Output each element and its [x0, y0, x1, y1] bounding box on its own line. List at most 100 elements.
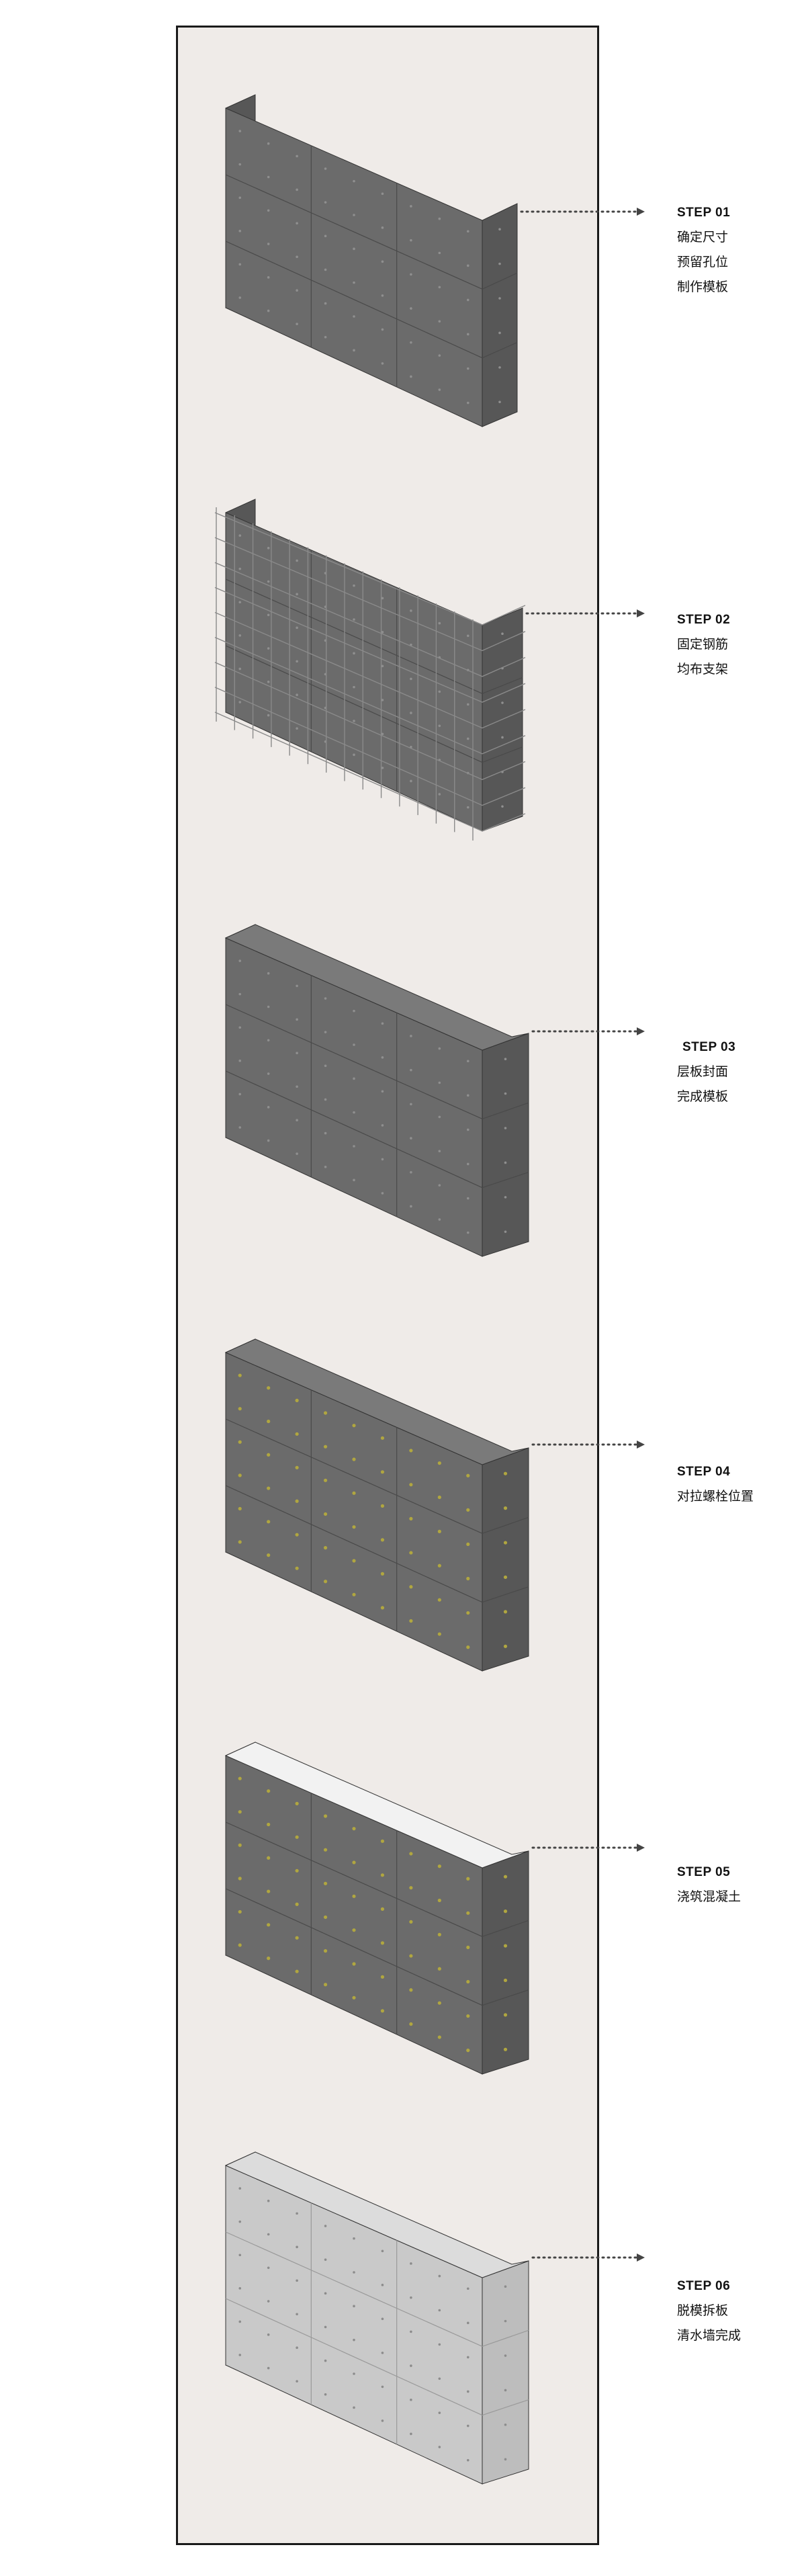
tie-hole — [295, 1398, 299, 1402]
tie-hole — [267, 580, 270, 583]
tie-hole — [438, 1115, 441, 1119]
tie-hole — [409, 1483, 413, 1487]
tie-hole — [353, 214, 355, 216]
tie-hole — [466, 1945, 470, 1950]
wall-front-face — [225, 108, 483, 427]
rebar-horizontal — [214, 687, 526, 806]
wall-top-cap — [224, 1742, 529, 1869]
tie-hole — [238, 1407, 242, 1411]
leader-arrowhead — [637, 1441, 645, 1449]
tie-hole — [466, 367, 469, 370]
tie-hole — [466, 1508, 470, 1512]
wall-right-return — [482, 1033, 529, 1257]
step-label-5: STEP 05 浇筑混凝土 — [677, 1865, 798, 1905]
step-label-4: STEP 04 对拉螺栓位置 — [677, 1465, 798, 1504]
tie-hole — [466, 1576, 470, 1581]
tie-hole — [466, 2458, 469, 2462]
tie-hole — [267, 2333, 270, 2336]
tie-hole — [410, 2330, 412, 2333]
tie-hole — [410, 609, 412, 612]
tie-hole — [438, 2377, 441, 2380]
wall-step-3 — [224, 924, 645, 1257]
tie-hole — [466, 230, 469, 233]
tie-hole — [296, 626, 298, 630]
tie-hole — [380, 1975, 385, 1979]
tie-hole — [438, 724, 441, 728]
tie-hole — [324, 201, 327, 204]
tie-hole — [352, 1827, 356, 1831]
tie-hole — [466, 2049, 470, 2053]
tie-hole — [504, 1058, 507, 1061]
tie-hole — [238, 959, 242, 962]
tie-hole — [296, 2212, 298, 2215]
tie-hole — [380, 1907, 385, 1911]
tie-hole — [503, 1944, 508, 1948]
step-3-line-2: 完成模板 — [677, 1089, 729, 1104]
tie-hole — [296, 1085, 298, 1088]
tie-hole — [466, 703, 469, 706]
tie-hole — [296, 593, 298, 596]
panel-joint-horizontal — [225, 1888, 483, 2006]
step-label-6: STEP 06 脱模拆板 清水墙完成 — [677, 2279, 798, 2344]
tie-hole — [238, 992, 242, 996]
tie-hole — [410, 2296, 412, 2299]
tie-hole — [466, 2321, 469, 2325]
tie-hole — [381, 664, 384, 668]
tie-hole — [438, 251, 441, 255]
tie-hole — [409, 1551, 413, 1555]
tie-hole — [381, 699, 384, 701]
return-joint-horizontal — [482, 1172, 529, 1189]
tie-hole — [466, 401, 469, 404]
tie-hole — [238, 2354, 242, 2356]
tie-hole — [466, 2390, 469, 2393]
tie-hole — [381, 2352, 384, 2354]
tie-hole — [238, 196, 242, 200]
tie-hole — [238, 534, 242, 537]
tie-hole — [323, 1915, 328, 1920]
tie-hole — [267, 175, 270, 179]
rebar-horizontal — [214, 562, 526, 677]
tie-hole — [504, 2458, 507, 2461]
step-1-line-1: 确定尺寸 — [677, 230, 729, 245]
return-joint-horizontal — [482, 1516, 529, 1534]
tie-hole — [353, 281, 355, 284]
tie-hole — [504, 1196, 507, 1199]
tie-hole — [323, 1580, 328, 1584]
tie-hole — [323, 1881, 328, 1885]
tie-hole — [238, 1060, 242, 1062]
step-1-line-3: 制作模板 — [677, 280, 729, 294]
tie-hole — [352, 1928, 356, 1932]
tie-hole — [238, 2287, 242, 2290]
tie-hole — [324, 997, 327, 1000]
tie-hole — [437, 1563, 441, 1568]
tie-hole — [296, 255, 298, 259]
tie-hole — [437, 2035, 441, 2039]
tie-hole — [267, 1486, 271, 1490]
tie-hole — [504, 1092, 507, 1095]
return-joint-horizontal — [482, 1920, 529, 1937]
tie-hole — [295, 1969, 299, 1973]
tie-hole — [409, 1585, 413, 1589]
tie-hole — [466, 333, 469, 336]
rebar-horizontal — [214, 636, 526, 755]
tie-hole — [466, 1231, 469, 1234]
tie-hole — [381, 260, 384, 263]
tie-hole — [296, 660, 298, 663]
tie-hole — [267, 1039, 270, 1042]
tie-hole — [324, 1031, 327, 1033]
step-5-line-1: 浇筑混凝土 — [677, 1889, 742, 1904]
tie-hole — [409, 2022, 413, 2026]
tie-hole — [267, 613, 270, 617]
tie-hole — [296, 188, 298, 191]
tie-hole — [353, 179, 355, 183]
tie-hole — [353, 618, 355, 621]
panel-joint-horizontal — [225, 2231, 483, 2347]
tie-hole — [380, 1941, 385, 1945]
tie-hole — [438, 690, 441, 693]
tie-hole — [295, 1566, 299, 1570]
tie-hole — [324, 167, 327, 170]
wall-right-return — [482, 1850, 529, 2075]
step-6-line-1: 脱模拆板 — [677, 2303, 729, 2318]
tie-hole — [381, 192, 384, 196]
step-1-line-2: 预留孔位 — [677, 255, 729, 269]
